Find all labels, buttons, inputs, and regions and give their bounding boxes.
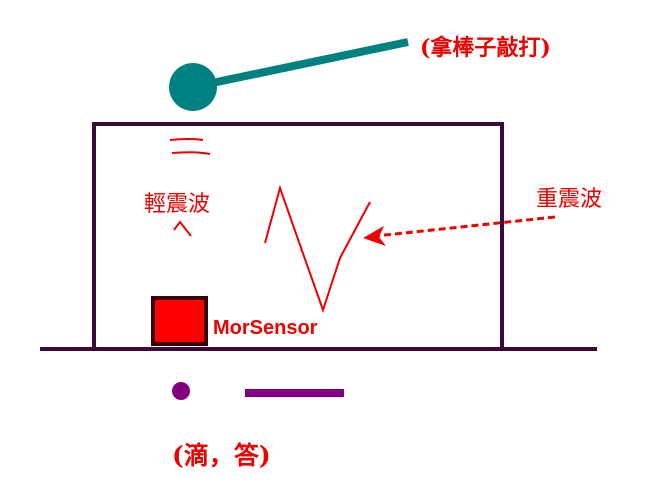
heavy-wave-label: 重震波 — [536, 187, 603, 212]
tick-tock-label: (滴，答) — [172, 441, 271, 470]
stick-ball — [169, 63, 217, 111]
heavy-wave-line — [264, 184, 371, 314]
strike-label: (拿棒子敲打) — [420, 35, 551, 61]
stick — [192, 38, 409, 91]
dashed-arrow-line — [375, 215, 556, 238]
light-wave-mark-lines — [169, 138, 211, 155]
sensor-label: MorSensor — [213, 317, 318, 339]
light-wave-label: 輕震波 — [144, 192, 211, 217]
sensor-box — [151, 296, 208, 346]
morse-dot — [172, 382, 190, 400]
arrow-head-icon — [363, 226, 386, 246]
light-wave-squiggle — [173, 220, 192, 237]
